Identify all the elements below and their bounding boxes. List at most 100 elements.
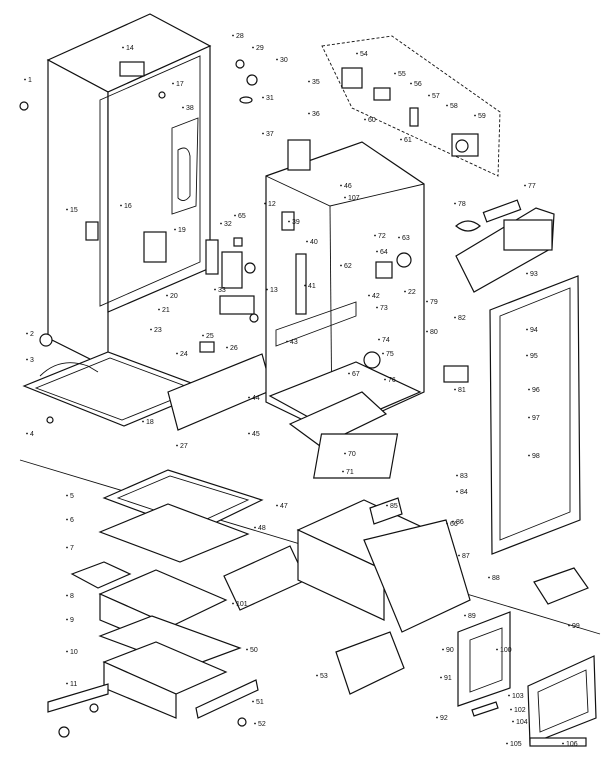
- callout-dot-25: [202, 334, 204, 337]
- callout-21: 21: [162, 307, 170, 314]
- callout-dot-53: [316, 674, 318, 677]
- callout-dot-44: [248, 396, 250, 399]
- callout-66: 66: [450, 521, 458, 528]
- callout-28: 28: [236, 33, 244, 40]
- callout-dot-106: [562, 742, 564, 745]
- callout-106: 106: [566, 741, 578, 748]
- callout-82: 82: [458, 315, 466, 322]
- damper-inset: [321, 35, 501, 177]
- callout-107: 107: [348, 195, 360, 202]
- callout-18: 18: [146, 419, 154, 426]
- callout-97: 97: [532, 415, 540, 422]
- callout-dot-29: [252, 46, 254, 49]
- callout-dot-9: [66, 618, 68, 621]
- callout-dot-7: [66, 546, 68, 549]
- callout-47: 47: [280, 503, 288, 510]
- callout-94: 94: [530, 327, 538, 334]
- callout-dot-39: [288, 220, 290, 223]
- callout-70: 70: [348, 451, 356, 458]
- callout-22: 22: [408, 289, 416, 296]
- cabinet-shell: [46, 13, 212, 369]
- callout-14: 14: [126, 45, 134, 52]
- callout-10: 10: [70, 649, 78, 656]
- callout-dot-99: [568, 624, 570, 627]
- callout-45: 45: [252, 431, 260, 438]
- callout-dot-62: [340, 264, 342, 267]
- callout-36: 36: [312, 111, 320, 118]
- callout-3: 3: [30, 357, 34, 364]
- callout-dot-103: [508, 694, 510, 697]
- callout-53: 53: [320, 673, 328, 680]
- callout-dot-55: [394, 72, 396, 75]
- callout-84: 84: [460, 489, 468, 496]
- callout-dot-40: [306, 240, 308, 243]
- callout-dot-70: [344, 452, 346, 455]
- callout-29: 29: [256, 45, 264, 52]
- callout-dot-58: [446, 104, 448, 107]
- callout-20: 20: [170, 293, 178, 300]
- callout-dot-95: [526, 354, 528, 357]
- callout-51: 51: [256, 699, 264, 706]
- callout-dot-66: [446, 522, 448, 525]
- callout-30: 30: [280, 57, 288, 64]
- callout-dot-28: [232, 34, 234, 37]
- callout-dot-76: [384, 378, 386, 381]
- callout-dot-1: [24, 78, 26, 81]
- callout-1: 1: [28, 77, 32, 84]
- pan-assembly: [223, 497, 471, 695]
- callout-96: 96: [532, 387, 540, 394]
- callout-dot-90: [442, 648, 444, 651]
- callout-dot-91: [440, 676, 442, 679]
- callout-62: 62: [344, 263, 352, 270]
- callout-dot-63: [398, 236, 400, 239]
- callout-24: 24: [180, 351, 188, 358]
- callout-25: 25: [206, 333, 214, 340]
- callout-54: 54: [360, 51, 368, 58]
- callout-dot-24: [176, 352, 178, 355]
- callout-dot-17: [172, 82, 174, 85]
- callout-dot-50: [246, 648, 248, 651]
- callout-72: 72: [378, 233, 386, 240]
- callout-90: 90: [446, 647, 454, 654]
- callout-5: 5: [70, 493, 74, 500]
- callout-dot-33: [214, 288, 216, 291]
- callout-55: 55: [398, 71, 406, 78]
- callout-dot-26: [226, 346, 228, 349]
- callout-dot-88: [488, 576, 490, 579]
- callout-dot-73: [376, 306, 378, 309]
- callout-8: 8: [70, 593, 74, 600]
- callout-dot-32: [220, 222, 222, 225]
- callout-dot-6: [66, 518, 68, 521]
- callout-86: 86: [456, 519, 464, 526]
- callout-dot-105: [506, 742, 508, 745]
- callout-dot-42: [368, 294, 370, 297]
- liner: [265, 139, 469, 447]
- callout-dot-54: [356, 52, 358, 55]
- callout-dot-13: [266, 288, 268, 291]
- callout-dot-2: [26, 332, 28, 335]
- callout-dot-80: [426, 330, 428, 333]
- callout-dot-37: [262, 132, 264, 135]
- callout-dot-10: [66, 650, 68, 653]
- callout-dot-102: [510, 708, 512, 711]
- callout-dot-23: [150, 328, 152, 331]
- callout-dot-12: [264, 202, 266, 205]
- callout-dot-78: [454, 202, 456, 205]
- callout-dot-59: [474, 114, 476, 117]
- callout-60: 60: [368, 117, 376, 124]
- callout-98: 98: [532, 453, 540, 460]
- callout-95: 95: [530, 353, 538, 360]
- callout-56: 56: [414, 81, 422, 88]
- callout-dot-21: [158, 308, 160, 311]
- callout-50: 50: [250, 647, 258, 654]
- callout-76: 76: [388, 377, 396, 384]
- callout-dot-75: [382, 352, 384, 355]
- callout-91: 91: [444, 675, 452, 682]
- callout-dot-45: [248, 432, 250, 435]
- callout-92: 92: [440, 715, 448, 722]
- callout-dot-43: [286, 340, 288, 343]
- callout-dot-98: [528, 454, 530, 457]
- callout-79: 79: [430, 299, 438, 306]
- callout-dot-100: [496, 648, 498, 651]
- callout-52: 52: [258, 721, 266, 728]
